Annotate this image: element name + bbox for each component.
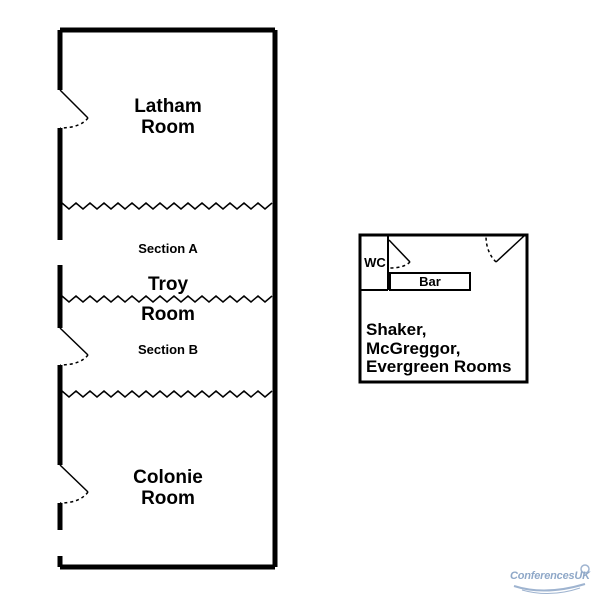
partition-section-a-b (61, 295, 273, 303)
main-building-walls (57, 27, 278, 570)
colonie-line1: Colonie (133, 467, 203, 488)
latham-line1: Latham (134, 96, 202, 117)
latham-room-label: Latham Room (118, 96, 218, 139)
partition-latham-troy (61, 202, 273, 210)
door-shaker-entrance (485, 235, 525, 263)
section-b-label: Section B (138, 342, 198, 357)
bar-label: Bar (419, 274, 441, 289)
section-a-label: Section A (138, 241, 198, 256)
troy-room-label-line1: Troy (147, 274, 189, 295)
partition-troy-colonie (61, 390, 273, 398)
colonie-room-label: Colonie Room (118, 467, 218, 510)
door-latham (59, 89, 89, 129)
wc-label: WC (364, 255, 386, 270)
conferencesuk-logo: ConferencesUK (510, 570, 590, 582)
troy-room-label-line2: Room (141, 304, 195, 325)
shaker-building-walls (358, 233, 529, 384)
colonie-line2: Room (141, 487, 195, 509)
door-colonie (59, 464, 89, 504)
logo-swoosh-icon (513, 564, 590, 594)
bar-counter (389, 272, 471, 291)
shaker-line1: Shaker, (366, 320, 427, 339)
shaker-line3: Evergreen Rooms (366, 357, 512, 377)
door-section-b (59, 327, 89, 366)
shaker-line2: McGreggor, (366, 338, 461, 358)
shaker-rooms-label: Shaker, McGreggor, Evergreen Rooms (366, 320, 512, 377)
door-wc (388, 239, 411, 269)
latham-line2: Room (141, 116, 195, 138)
